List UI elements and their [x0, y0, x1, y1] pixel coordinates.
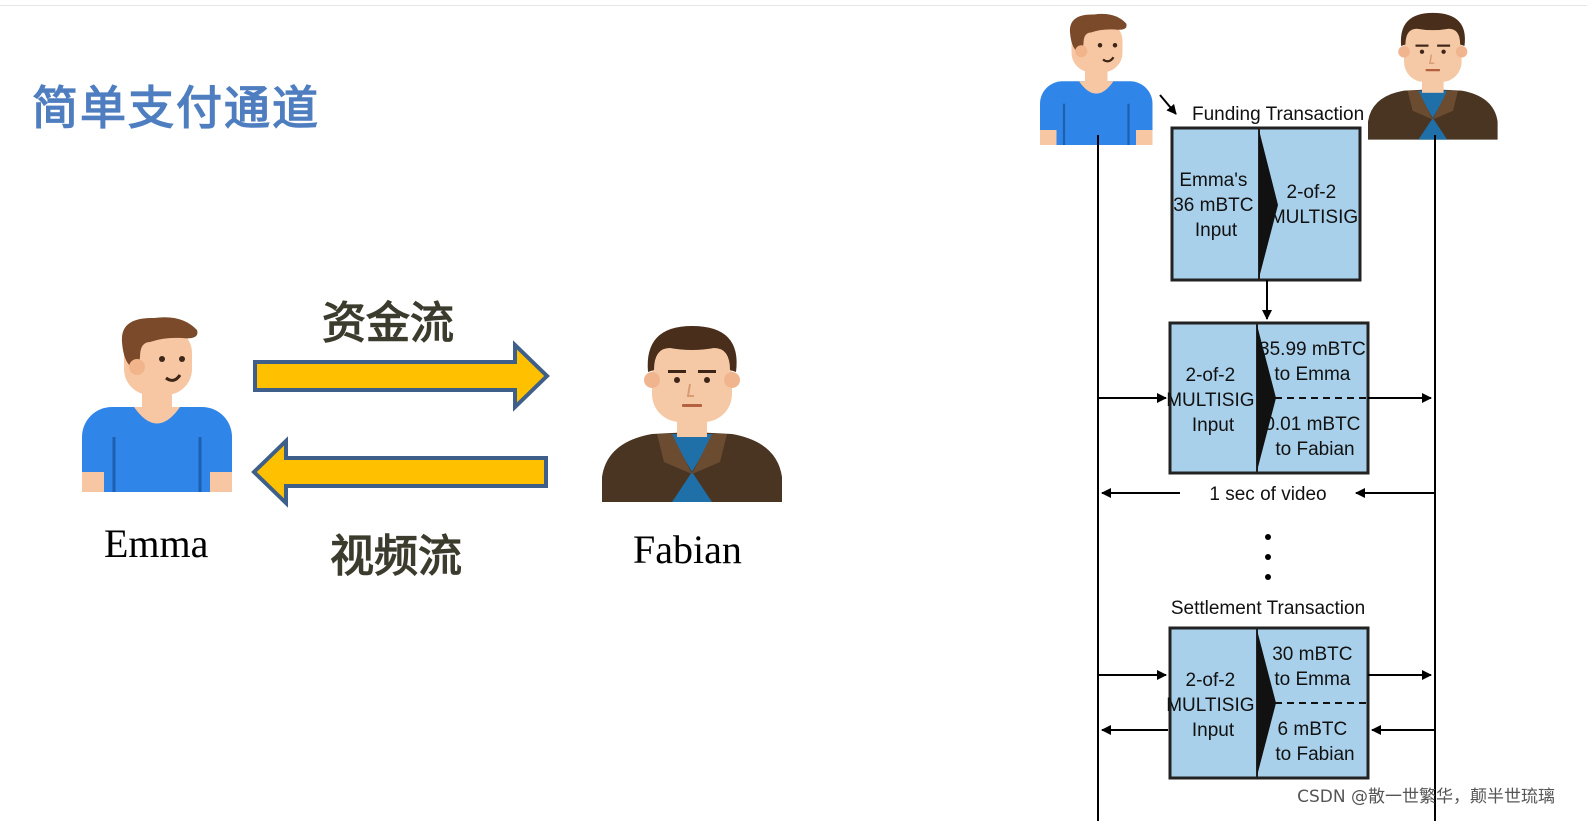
commit-input-line-3: Input	[1192, 415, 1235, 436]
svg-text:2-of-2 MULTISIG In: 2-of-2 MULTISIG Input	[1166, 365, 1260, 436]
emma-label: Emma	[104, 521, 209, 566]
settle-input-line-1: 2-of-2	[1186, 670, 1236, 691]
money-flow-label: 资金流	[322, 298, 454, 349]
page-title: 简单支付通道	[32, 81, 320, 135]
commit-out-emma-line-2: to Emma	[1274, 364, 1350, 385]
settle-out-fabian-line-2: to Fabian	[1275, 744, 1354, 765]
settle-out-fabian-line-1: 6 mBTC	[1278, 719, 1348, 740]
commit-out-fabian-line-2: to Fabian	[1275, 439, 1354, 460]
svg-text:Emma's 36 mBTC Inp: Emma's 36 mBTC Input	[1173, 170, 1259, 241]
settlement-title: Settlement Transaction	[1171, 598, 1365, 619]
settle-out-emma-line-2: to Emma	[1274, 669, 1350, 690]
svg-text:2-of-2 MULTISIG: 2-of-2 MULTISIG	[1270, 182, 1358, 228]
funding-title: Funding Transaction	[1192, 104, 1364, 125]
diagram-fabian-avatar	[1367, 12, 1499, 141]
svg-text:2-of-2 MULTISIG In: 2-of-2 MULTISIG Input	[1166, 670, 1260, 741]
settlement-transaction-box: 2-of-2 MULTISIG Input 30 mBTC to Emma 6 …	[1166, 626, 1370, 780]
ellipsis-dot	[1265, 574, 1271, 580]
video-label: 1 sec of video	[1209, 484, 1326, 505]
money-flow-arrow	[253, 340, 550, 412]
ellipsis-dot	[1265, 554, 1271, 560]
diagram-emma-avatar	[1038, 12, 1154, 147]
video-flow-label: 视频流	[330, 531, 462, 582]
watermark: CSDN @散一世繁华，颠半世琉璃	[1297, 787, 1555, 807]
funding-input-line-1: Emma's	[1179, 170, 1247, 191]
funding-transaction-box: Emma's 36 mBTC Input 2-of-2 MULTISIG	[1170, 126, 1362, 282]
commit-input-line-2: MULTISIG	[1166, 390, 1254, 411]
svg-text:30 mBTC to Emma 6: 30 mBTC to Emma 6 mBTC to Fabian	[1272, 644, 1358, 765]
funding-input-line-3: Input	[1195, 220, 1238, 241]
commit-input-line-1: 2-of-2	[1186, 365, 1236, 386]
ellipsis-dot	[1265, 534, 1271, 540]
funding-input-line-2: 36 mBTC	[1173, 195, 1253, 216]
video-flow-arrow	[251, 436, 548, 508]
commit-out-fabian-line-1: 0.01 mBTC	[1264, 414, 1360, 435]
settle-out-emma-line-1: 30 mBTC	[1272, 644, 1352, 665]
commit-out-emma-line-1: 35.99 mBTC	[1259, 339, 1366, 360]
settle-input-line-3: Input	[1192, 720, 1235, 741]
fabian-avatar	[601, 325, 783, 503]
fabian-label: Fabian	[633, 527, 742, 572]
funding-output-line-2: MULTISIG	[1270, 207, 1358, 228]
funding-output-line-1: 2-of-2	[1287, 182, 1337, 203]
settle-input-line-2: MULTISIG	[1166, 695, 1254, 716]
commitment-transaction-box: 2-of-2 MULTISIG Input 35.99 mBTC to Emma…	[1166, 321, 1371, 475]
svg-text:35.99 mBTC to Emma: 35.99 mBTC to Emma 0.01 mBTC to Fabian	[1259, 339, 1371, 460]
top-divider	[0, 5, 1587, 6]
emma-avatar	[80, 315, 234, 494]
funding-pointer	[1159, 94, 1177, 115]
